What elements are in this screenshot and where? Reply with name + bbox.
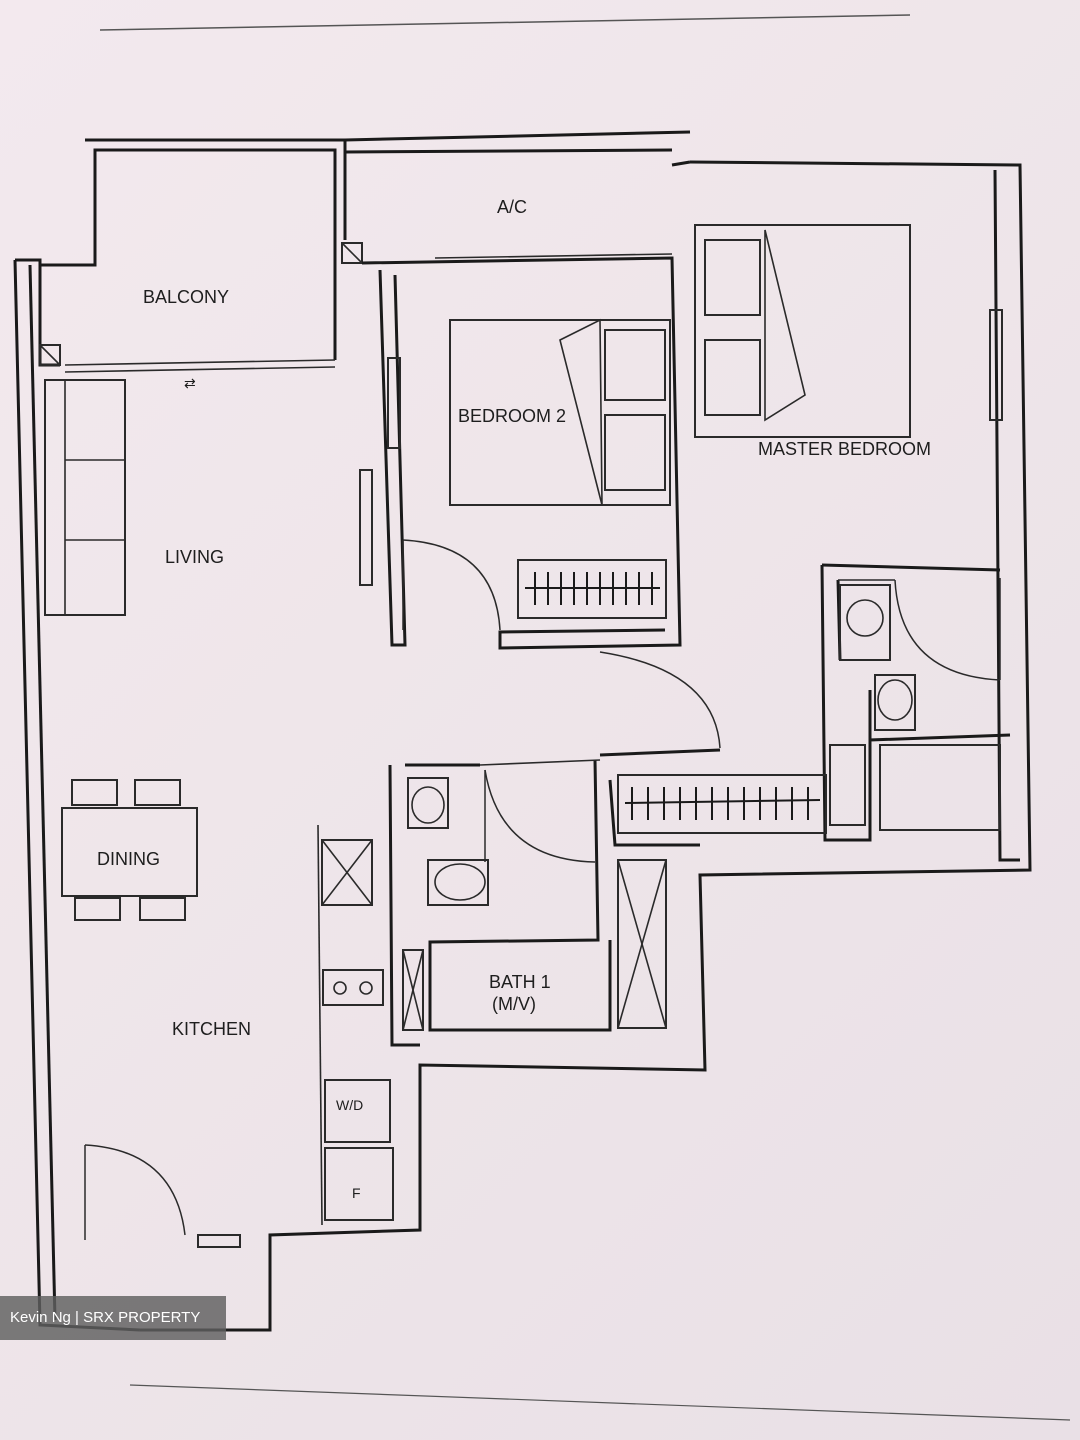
outer-walls <box>13 130 1032 1332</box>
bedroom2-walls <box>361 253 682 650</box>
sofa <box>44 379 126 616</box>
bedroom2-bed <box>449 318 671 506</box>
balcony-sliding-door <box>64 359 336 366</box>
column-square-1-x <box>39 344 61 366</box>
shaft <box>402 859 667 1031</box>
ac-label: A/C <box>497 197 527 217</box>
fridge-label: F <box>352 1185 361 1201</box>
master-shower-box <box>879 744 1001 831</box>
bath1-walls <box>388 748 721 1047</box>
bath1-sub-label: (M/V) <box>492 994 536 1014</box>
dining-label: DINING <box>97 849 160 869</box>
kitchen-counter <box>317 824 394 1226</box>
bottom-rule <box>129 1384 1071 1421</box>
top-rule <box>99 14 911 31</box>
bath1-label: BATH 1 <box>489 972 551 992</box>
windows <box>359 309 1003 586</box>
washer-dryer-label: W/D <box>336 1097 363 1113</box>
fridge-box <box>324 1147 394 1221</box>
doors <box>84 539 1001 1248</box>
watermark: Kevin Ng | SRX PROPERTY <box>0 1296 226 1340</box>
master-bed <box>694 224 911 438</box>
washer-dryer-box <box>324 1079 391 1143</box>
balcony-label: BALCONY <box>143 287 229 307</box>
sliding-arrow-icon: ⇄ <box>184 375 196 391</box>
bedroom2-label: BEDROOM 2 <box>458 406 566 426</box>
master-bedroom-label: MASTER BEDROOM <box>758 439 931 459</box>
column-square-1 <box>39 344 61 366</box>
corridor-wardrobe <box>617 774 827 834</box>
kitchen-label: KITCHEN <box>172 1019 251 1039</box>
bedroom2-wardrobe <box>517 559 667 619</box>
balcony-sliding-door-2 <box>64 366 336 373</box>
dining-table <box>61 779 198 921</box>
column-square-2-x <box>341 242 363 264</box>
living-label: LIVING <box>165 547 224 567</box>
wardrobe-master-side <box>829 744 866 826</box>
column-square-2 <box>341 242 363 264</box>
master-bath-fixtures <box>839 584 1001 831</box>
bath1-fixtures <box>407 777 489 906</box>
